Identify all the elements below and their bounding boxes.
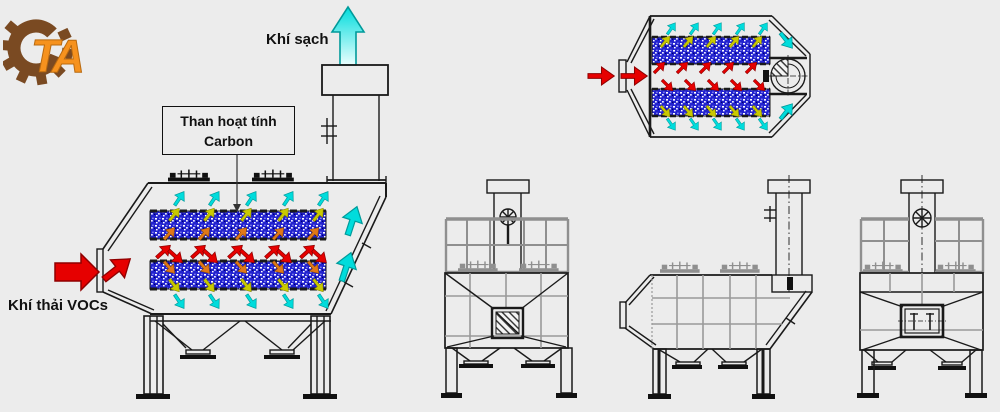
fan-circle xyxy=(763,55,809,97)
front-stack-cap xyxy=(486,179,530,194)
roof-hatch xyxy=(862,260,904,274)
main-legs xyxy=(136,315,337,399)
voc-inlet-arrow xyxy=(54,252,101,292)
roof-hatch xyxy=(251,168,295,183)
rear-hoppers xyxy=(863,349,977,370)
activated-carbon-label-box: Than hoạt tính Carbon xyxy=(162,106,295,155)
front-hoppers xyxy=(451,347,563,368)
flow-arrow-cyan xyxy=(331,248,362,285)
front-grid xyxy=(445,273,568,348)
flow-arrow-cyan xyxy=(204,291,225,313)
flow-arrow-cyan xyxy=(662,19,680,38)
side-legs xyxy=(648,348,775,399)
chamfer-bracket xyxy=(361,242,372,249)
rear-grid xyxy=(860,273,983,331)
clean-air-arrow xyxy=(330,5,366,66)
plan-outline xyxy=(618,15,811,138)
flow-arrow-cyan xyxy=(685,115,703,134)
flow-arrow-cyan xyxy=(278,187,299,209)
flow-arrow-cyan xyxy=(708,115,726,134)
flow-arrow-cyan xyxy=(169,291,190,313)
rear-funnel xyxy=(859,291,984,351)
flow-arrow-cyan xyxy=(685,19,703,38)
flow-arrow-cyan xyxy=(731,19,749,38)
flow-arrow-cyan xyxy=(313,187,334,209)
side-view xyxy=(619,175,813,399)
side-hoppers xyxy=(657,348,763,369)
plan-view xyxy=(587,15,811,138)
flow-arrow-cyan xyxy=(662,115,680,134)
roof-hatch xyxy=(167,168,211,183)
flow-arrow-cyan xyxy=(708,19,726,38)
flow-arrow-cyan xyxy=(278,291,299,313)
front-legs xyxy=(441,347,577,398)
flow-arrow-cyan xyxy=(754,19,772,38)
voc-exhaust-label: Khí thải VOCs xyxy=(8,297,109,314)
flow-arrow-red xyxy=(587,66,615,86)
housing-outline xyxy=(96,182,387,315)
flow-arrow-cyan xyxy=(241,291,262,313)
exhaust-stack xyxy=(321,64,389,184)
flow-arrow-cyan xyxy=(774,28,799,53)
rear-fan-icon xyxy=(912,208,932,228)
rear-view xyxy=(857,175,987,398)
logo-text: TA xyxy=(31,30,82,82)
airflow-arrows-main xyxy=(96,187,368,313)
activated-carbon-label-line2: Carbon xyxy=(204,132,253,149)
roof-hatch xyxy=(935,260,977,274)
flow-arrow-cyan xyxy=(774,99,799,124)
rear-legs xyxy=(857,349,987,398)
label-leader-line xyxy=(233,154,241,212)
flow-arrow-cyan xyxy=(169,187,190,209)
flow-arrow-cyan xyxy=(204,187,225,209)
main-hoppers xyxy=(150,320,331,359)
company-logo: TA xyxy=(3,19,86,86)
roof-hatch xyxy=(719,260,761,274)
activated-carbon-label-line1: Than hoạt tính xyxy=(180,112,277,129)
flow-arrow-cyan xyxy=(754,115,772,134)
flow-arrow-red xyxy=(620,66,648,86)
front-funnel xyxy=(444,272,569,348)
roof-hatch xyxy=(457,259,499,273)
flow-arrow-cyan xyxy=(241,187,262,209)
carbon-bed-upper xyxy=(149,209,327,241)
plan-bed-upper xyxy=(651,35,771,66)
front-fan-icon xyxy=(499,208,517,246)
clean-air-label: Khí sạch xyxy=(266,31,329,48)
main-unit-diagram xyxy=(54,5,389,399)
side-grid xyxy=(652,275,790,349)
flow-arrow-cyan xyxy=(731,115,749,134)
side-outline xyxy=(619,274,813,350)
front-view xyxy=(441,179,577,398)
roof-hatch xyxy=(659,260,701,274)
